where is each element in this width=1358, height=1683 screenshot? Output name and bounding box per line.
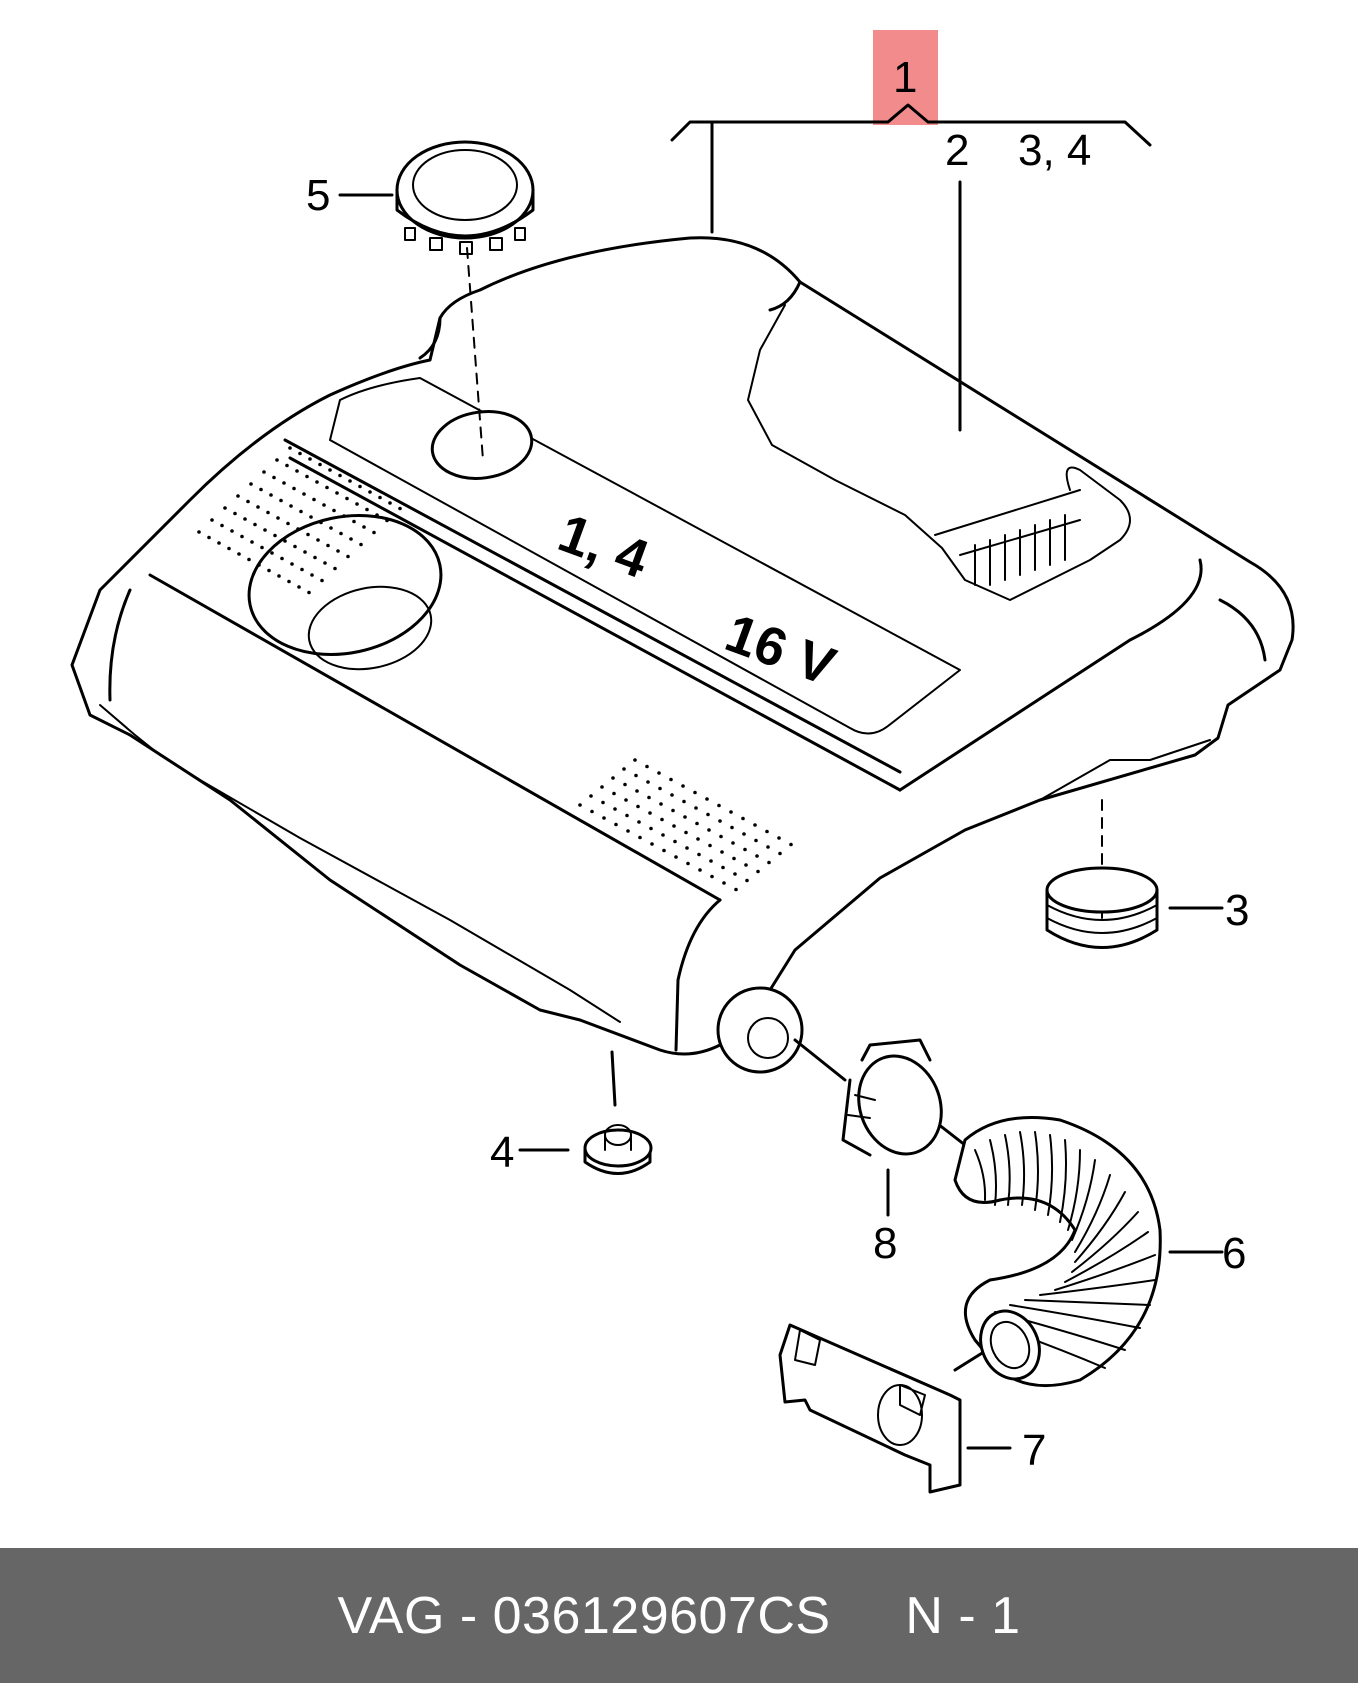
cover-texture-right (578, 758, 793, 892)
callout-1[interactable]: 1 (893, 53, 917, 102)
footer-bar: VAG - 036129607CS N - 1 (0, 1548, 1358, 1683)
part-4-rubber-mount (583, 1124, 653, 1175)
callout-7[interactable]: 7 (1022, 1426, 1046, 1475)
callout-8[interactable]: 8 (873, 1219, 897, 1268)
leader-lines (338, 180, 1224, 1450)
part-5-cap (395, 140, 535, 255)
callout-labels: 1 2 3, 4 3 4 5 6 7 8 (306, 53, 1249, 1475)
callout-1-bracket (670, 103, 1152, 234)
callout-1-highlight (873, 30, 938, 125)
callout-2[interactable]: 2 (945, 126, 969, 175)
engine-cover: 1, 4 16 V (70, 236, 1295, 1074)
part-8-hose-clamp (841, 1038, 943, 1157)
part-number-caption: VAG - 036129607CS N - 1 (337, 1586, 1021, 1645)
parts-diagram: 1, 4 16 V (70, 30, 1295, 1494)
part-6-corrugated-hose (953, 1116, 1162, 1388)
part-7-bracket (778, 1323, 962, 1494)
callout-3[interactable]: 3 (1225, 886, 1249, 935)
callout-5[interactable]: 5 (306, 171, 330, 220)
callout-3-4-header[interactable]: 3, 4 (1018, 126, 1091, 175)
cover-texture-left (197, 446, 402, 595)
part-3-grommet (1045, 866, 1159, 949)
callout-4[interactable]: 4 (490, 1128, 514, 1177)
callout-6[interactable]: 6 (1222, 1229, 1246, 1278)
